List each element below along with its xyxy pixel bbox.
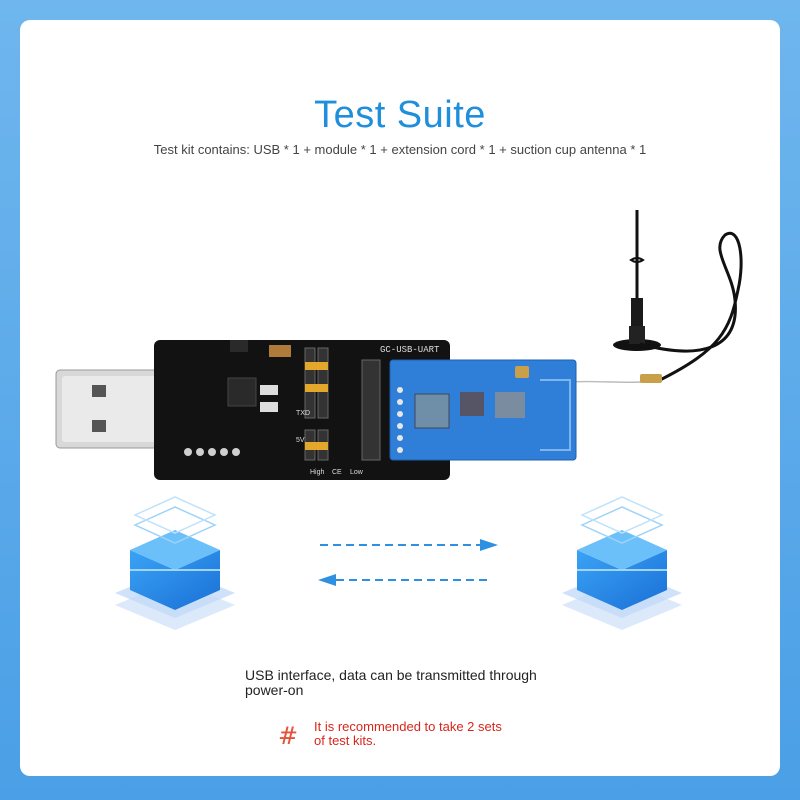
board-label: GC-USB-UART bbox=[380, 345, 440, 355]
arrow-left-icon bbox=[318, 574, 490, 586]
kit-contents-text: Test kit contains: USB * 1 + module * 1 … bbox=[153, 142, 647, 157]
usb-uart-board: GC-USB-UART High CE Low TXD 5V bbox=[154, 340, 450, 480]
hash-icon: # bbox=[278, 722, 299, 750]
data-transfer-illustration bbox=[115, 496, 682, 630]
wireless-module bbox=[389, 359, 577, 461]
suction-cup-antenna bbox=[613, 210, 661, 351]
content-card: Test Suite Test kit contains: USB * 1 + … bbox=[20, 20, 780, 776]
recommendation-text: It is recommended to take 2 sets of test… bbox=[314, 719, 502, 748]
jumper-label-high: High bbox=[310, 469, 325, 476]
page-title: Test Suite bbox=[314, 94, 486, 136]
server-stack-icon bbox=[562, 496, 682, 630]
server-stack-icon bbox=[115, 496, 235, 630]
extension-cord bbox=[639, 231, 743, 382]
jumper-label-ce: CE bbox=[332, 469, 342, 476]
jumper-label-low: Low bbox=[350, 469, 364, 476]
usb-plug bbox=[55, 368, 174, 450]
jumper-label-5v: 5V bbox=[296, 437, 305, 444]
arrow-right-icon bbox=[320, 539, 498, 551]
jumper-label-txd: TXD bbox=[296, 410, 310, 417]
usb-description: USB interface, data can be transmitted t… bbox=[245, 667, 537, 698]
usb-test-kit-illustration: GC-USB-UART High CE Low TXD 5V bbox=[55, 210, 743, 480]
